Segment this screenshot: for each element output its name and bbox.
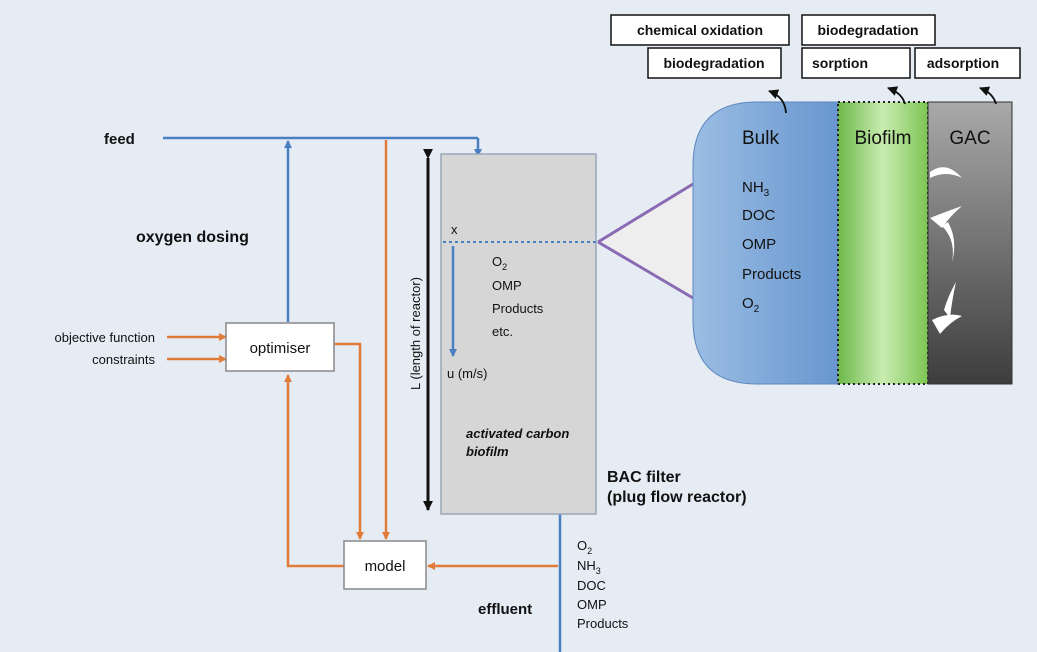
reactor-species-products: Products	[492, 301, 544, 316]
bulk-species-products: Products	[742, 266, 801, 283]
reactor-species-omp: OMP	[492, 278, 522, 293]
sorption-label: sorption	[812, 55, 868, 71]
gac-label: GAC	[949, 128, 990, 149]
gac-pore-1	[930, 167, 962, 178]
adsorption-box	[914, 47, 1021, 79]
oxygen-dosing-label: oxygen dosing	[136, 229, 249, 246]
bulk-species-nh3: NH3	[742, 179, 770, 199]
bulk-region	[692, 101, 839, 385]
biofilm-biodegradation-box	[801, 14, 936, 46]
effluent-label: effluent	[478, 601, 532, 618]
sorption-box	[801, 47, 911, 79]
position-x-label: x	[451, 222, 458, 237]
constraints-label: constraints	[92, 352, 155, 367]
gac-region	[927, 101, 1013, 385]
biofilm-label: Biofilm	[854, 128, 911, 149]
zoom-line-top	[597, 182, 694, 244]
model-box	[343, 540, 427, 590]
reactor-length-label: L (length of reactor)	[408, 277, 423, 390]
chemical-oxidation-box	[610, 14, 790, 46]
model-to-optimiser-line	[284, 374, 344, 568]
bulk-label: Bulk	[742, 128, 779, 149]
effluent-species-nh3: NH3	[577, 558, 601, 576]
effluent-species-omp: OMP	[577, 597, 607, 612]
effluent-species-doc: DOC	[577, 578, 606, 593]
objective-function-label: objective function	[55, 330, 155, 345]
plug-flow-label: (plug flow reactor)	[607, 489, 747, 506]
biofilm-biodegradation-label: biodegradation	[817, 22, 918, 38]
biofilm-pointer-arrow	[887, 86, 906, 105]
zoom-wedge	[598, 184, 693, 298]
reactor-species-etc: etc.	[492, 324, 513, 339]
bulk-biodegradation-box	[647, 47, 782, 79]
bulk-biodegradation-label: biodegradation	[663, 55, 764, 71]
bulk-species-omp: OMP	[742, 236, 776, 253]
velocity-label: u (m/s)	[447, 366, 487, 381]
carbon-label-line1: activated carbon	[466, 426, 569, 441]
bac-filter-label: BAC filter	[607, 469, 681, 486]
optimiser-to-model-line	[334, 342, 364, 540]
bulk-species-o2: O2	[742, 295, 760, 315]
bulk-pointer-arrow	[768, 89, 787, 114]
gac-pointer-arrow	[979, 86, 997, 105]
zoom-line-bottom	[597, 240, 694, 300]
reactor-species-o2: O2	[492, 254, 507, 272]
chemical-oxidation-label: chemical oxidation	[637, 22, 763, 38]
feed-label: feed	[104, 131, 135, 148]
carbon-label-line2: biofilm	[466, 444, 509, 459]
optimiser-label: optimiser	[250, 340, 311, 357]
adsorption-label: adsorption	[927, 55, 999, 71]
effluent-species-o2: O2	[577, 538, 592, 556]
biofilm-region	[837, 101, 929, 385]
reactor-column	[440, 153, 597, 515]
optimiser-box	[225, 322, 335, 372]
model-label: model	[365, 558, 406, 575]
effluent-species-products: Products	[577, 616, 629, 631]
bulk-species-doc: DOC	[742, 207, 776, 224]
gac-pore-3	[932, 282, 962, 334]
gac-pore-2	[930, 206, 962, 262]
